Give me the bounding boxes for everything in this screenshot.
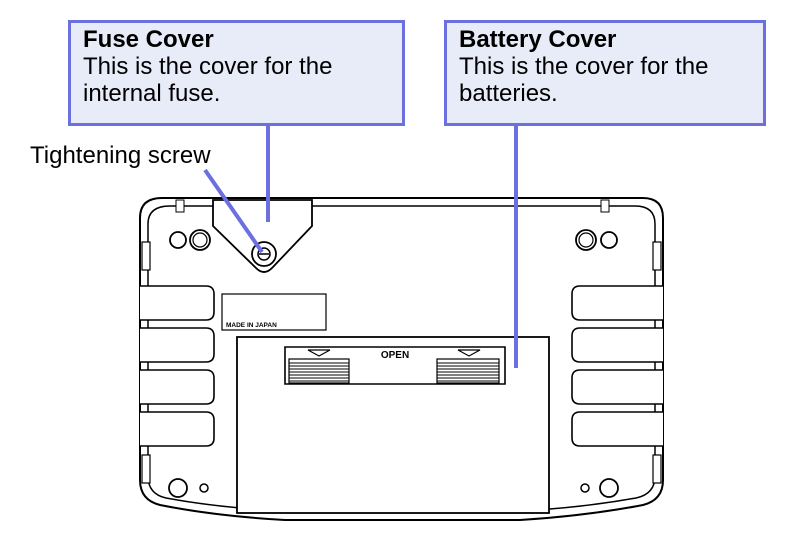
fuse-cover-desc-line2: internal fuse. — [83, 80, 221, 107]
right-grip-ribs — [571, 285, 663, 447]
right-bottom-dot — [580, 483, 590, 493]
left-top-knob-inner — [192, 232, 208, 248]
fuse-cover-title: Fuse Cover — [83, 26, 214, 53]
right-bottom-ring — [599, 478, 619, 498]
battery-open-label: OPEN — [381, 350, 409, 361]
right-top-knob-inner — [578, 232, 594, 248]
battery-cover-desc-line2: batteries. — [459, 80, 558, 107]
latch-grip-right — [436, 358, 500, 384]
battery-cover-desc-line1: This is the cover for the — [459, 53, 709, 80]
right-top-tab — [600, 199, 610, 213]
tightening-screw-leader — [203, 168, 264, 254]
fuse-cover-desc-line1: This is the cover for the — [83, 53, 333, 80]
latch-grip-left — [288, 358, 350, 384]
left-bottom-dot — [199, 483, 209, 493]
latch-arrow-left — [307, 349, 331, 357]
made-in-japan-plate — [221, 293, 327, 331]
tightening-screw-label: Tightening screw — [30, 142, 211, 169]
right-top-ring — [600, 231, 618, 249]
fuse-cover-callout: Fuse Cover This is the cover for the int… — [68, 20, 405, 126]
battery-cover-title: Battery Cover — [459, 26, 617, 53]
left-bottom-ring — [168, 478, 188, 498]
right-lower-notch — [652, 454, 662, 484]
battery-cover-callout: Battery Cover This is the cover for the … — [444, 20, 766, 126]
left-top-tab — [175, 199, 185, 213]
left-grip-ribs — [140, 285, 215, 447]
made-in-japan-text: MADE IN JAPAN — [226, 322, 277, 329]
latch-arrow-right — [457, 349, 481, 357]
left-top-ring — [169, 231, 187, 249]
left-upper-notch — [141, 241, 151, 271]
right-upper-notch — [652, 241, 662, 271]
left-lower-notch — [141, 454, 151, 484]
